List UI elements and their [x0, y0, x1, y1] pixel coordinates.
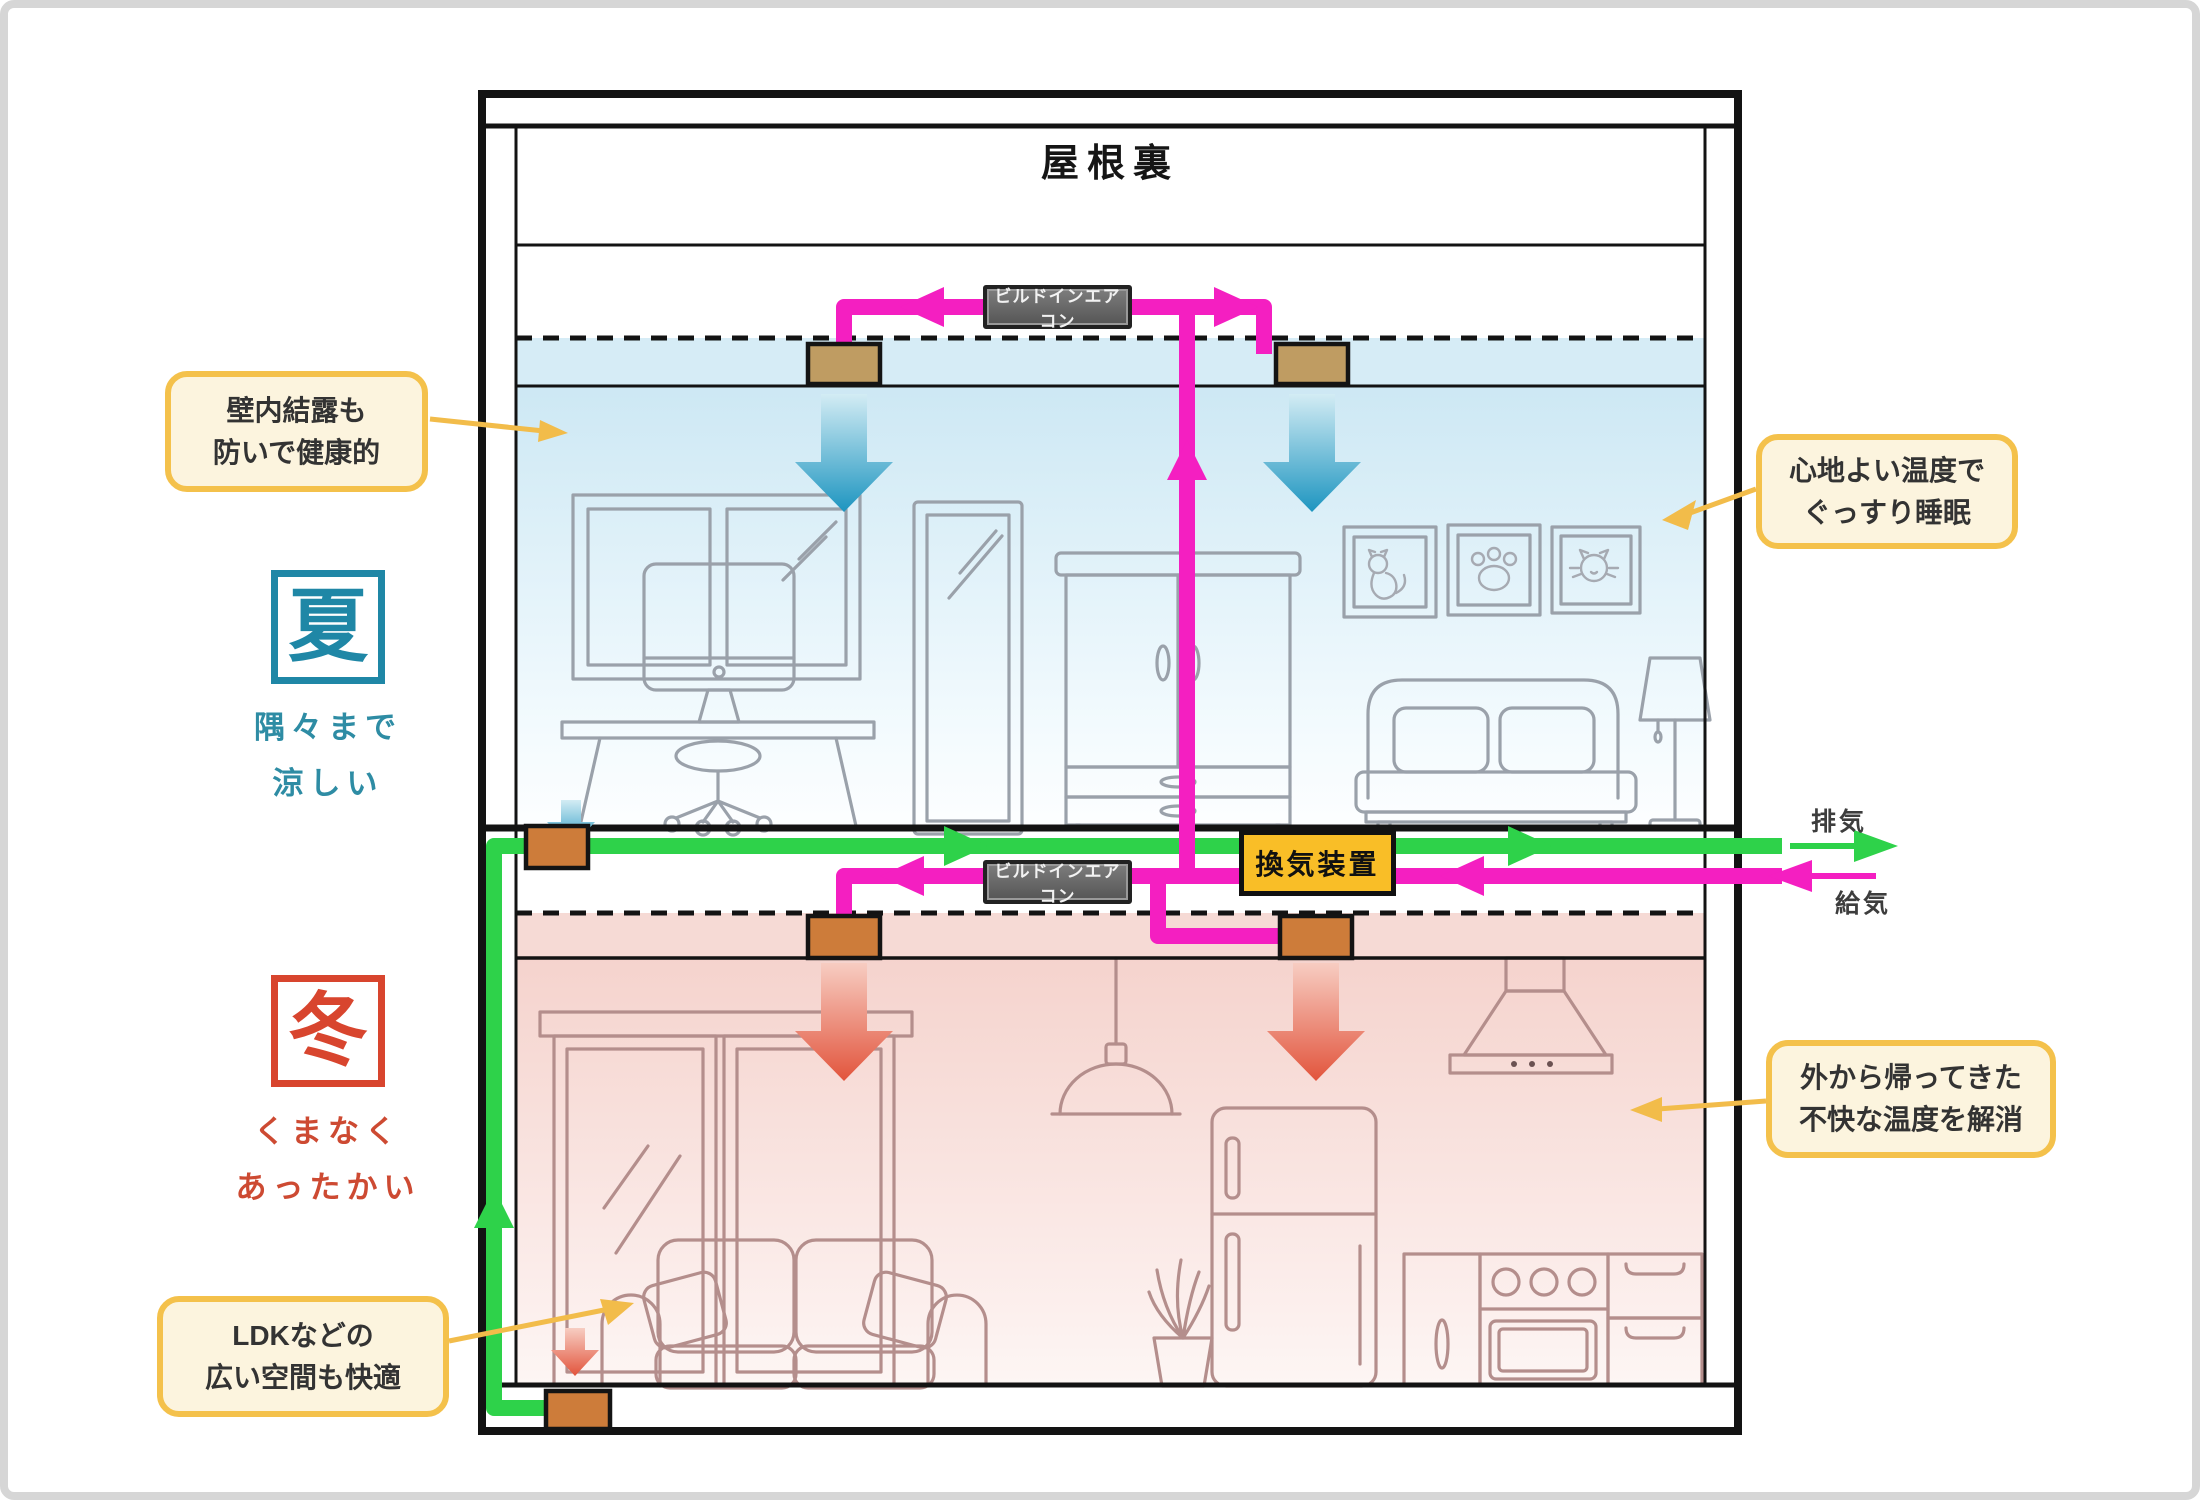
supply-entry-arrowhead-icon: [1768, 860, 1812, 892]
sleep-arrowhead-icon: [1662, 500, 1696, 530]
return-home-arrowhead-icon: [1630, 1097, 1662, 1122]
second-floor-ceiling-cavity: [516, 338, 1705, 386]
winter-badge: 冬: [271, 975, 385, 1087]
exhaust-arrow-icon: [474, 1188, 514, 1228]
condensation-arrowhead-icon: [538, 420, 568, 442]
callout-ldk: LDKなどの 広い空間も快適: [157, 1296, 449, 1417]
vent-outlet-first-floor-left: [805, 913, 883, 961]
exhaust-duct-path: [486, 838, 1782, 1416]
window: [571, 493, 862, 681]
first-floor-room: [516, 958, 1705, 1385]
callout-sleep-line2: ぐっすり睡眠: [1802, 496, 1971, 528]
office-chair: [663, 739, 773, 837]
cat-face-icon: [1568, 548, 1620, 583]
summer-badge: 夏: [271, 570, 385, 684]
return-air-arrow-first-floor: [551, 1328, 599, 1376]
diagram-artwork: [429, 90, 1898, 1435]
house-structure: [478, 90, 1742, 1435]
warm-air-arrow-left: [795, 963, 893, 1081]
callout-return-home-line2: 不快な温度を解消: [1798, 1104, 2023, 1135]
summer-caption-line1: 隅々まで: [254, 710, 402, 745]
supply-flow-label: 給気: [1834, 890, 1891, 918]
cool-air-arrow-right: [1263, 394, 1361, 512]
summer-caption-line2: 涼しい: [272, 766, 384, 801]
supply-arrow-icon: [1214, 287, 1258, 327]
sleep-arrow: [1689, 486, 1757, 516]
first-floor-ceiling-cavity: [516, 913, 1705, 958]
sofa: [600, 1238, 988, 1390]
supply-arrow-icon: [1167, 440, 1207, 480]
vent-outlet-second-floor: [523, 823, 591, 871]
exhaust-exit-arrowhead-icon: [1854, 830, 1898, 862]
return-home-arrow: [1657, 1098, 1767, 1112]
supply-duct-path: [836, 299, 1782, 944]
cat-drawing-icon: [1367, 548, 1407, 600]
callout-sleep-line1: 心地よい温度で: [1788, 454, 1985, 486]
wall-pictures: [1342, 523, 1642, 619]
exhaust-arrow-icon: [944, 826, 988, 866]
outer-walls: [478, 90, 1742, 1435]
annotation-arrows: [429, 416, 1767, 1344]
bed: [1354, 678, 1638, 829]
callout-condensation-line1: 壁内結露も: [226, 394, 367, 426]
paw-print-icon: [1470, 546, 1518, 592]
callout-sleep: 心地よい温度で ぐっすり睡眠: [1756, 434, 2018, 549]
desktop-computer: [642, 562, 796, 724]
air-flow-arrows: [547, 394, 1365, 1376]
condensation-arrow: [429, 416, 545, 434]
vent-outlet-ground: [543, 1388, 613, 1432]
warm-air-arrow-right: [1267, 963, 1365, 1081]
supply-arrow-icon: [880, 856, 924, 896]
kitchen-stove: [1402, 1252, 1704, 1387]
vent-outlet-attic-left: [805, 341, 883, 387]
ldk-arrow: [448, 1307, 605, 1344]
vent-outlet-attic-right: [1273, 341, 1351, 387]
cool-air-arrow-left: [795, 394, 893, 512]
callout-return-home: 外から帰ってきた 不快な温度を解消: [1766, 1040, 2056, 1158]
supply-arrow-icon: [900, 287, 944, 327]
winter-caption: くまなく あったかい: [198, 1100, 458, 1220]
summer-caption: 隅々まで 涼しい: [213, 696, 443, 816]
exhaust-duct: [474, 826, 1898, 1416]
callout-return-home-line1: 外から帰ってきた: [1800, 1062, 2022, 1093]
builtin-ac-label-lower: ビルドインエアコン: [983, 860, 1132, 906]
callout-ldk-line2: 広い空間も快適: [204, 1361, 401, 1393]
second-floor-room: [516, 386, 1705, 828]
vent-outlets: [523, 341, 1355, 1432]
vent-outlet-first-floor-right: [1277, 913, 1355, 961]
desk: [560, 720, 876, 828]
second-floor-furniture: [560, 493, 1712, 837]
exhaust-arrow-icon: [1508, 826, 1552, 866]
standing-mirror: [912, 500, 1024, 836]
ventilation-unit-label: 換気装置: [1239, 830, 1396, 896]
builtin-ac-label-upper: ビルドインエアコン: [983, 285, 1132, 331]
callout-condensation-line2: 防いで健康的: [212, 436, 381, 468]
winter-caption-line2: あったかい: [235, 1170, 421, 1205]
room-tints: [516, 338, 1705, 1385]
ldk-arrowhead-icon: [600, 1299, 634, 1325]
exhaust-flow-label: 排気: [1810, 808, 1867, 836]
supply-arrow-icon: [1440, 856, 1484, 896]
callout-condensation: 壁内結露も 防いで健康的: [165, 371, 428, 492]
attic-title: 屋根裏: [1040, 142, 1179, 185]
callout-ldk-line1: LDKなどの: [232, 1319, 374, 1351]
pendant-light: [1050, 956, 1182, 1116]
supply-duct: [836, 287, 1876, 944]
winter-caption-line1: くまなく: [254, 1114, 402, 1149]
range-hood: [1448, 956, 1614, 1075]
